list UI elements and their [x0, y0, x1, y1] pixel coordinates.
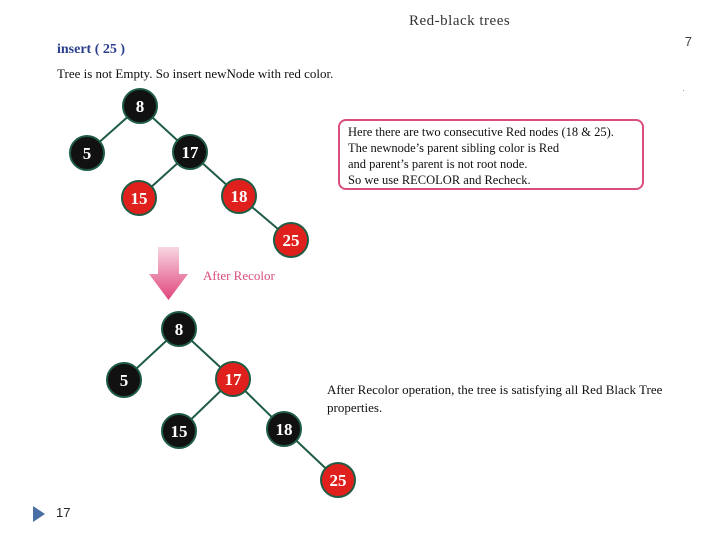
node-label: 8 — [175, 320, 184, 339]
node-label: 5 — [120, 371, 129, 390]
conclusion-text: After Recolor operation, the tree is sat… — [327, 382, 663, 415]
decorative-dot — [683, 90, 684, 91]
node-label: 15 — [171, 422, 188, 441]
before-node-8: 8 — [122, 88, 158, 124]
before-node-18: 18 — [221, 178, 257, 214]
slide-number: 17 — [56, 505, 71, 520]
after-node-18: 18 — [266, 411, 302, 447]
tree-before-edges — [86, 105, 292, 241]
node-label: 25 — [283, 231, 300, 250]
explanation-line: So we use RECOLOR and Recheck. — [348, 173, 531, 187]
insert-heading: insert ( 25 ) — [57, 42, 126, 57]
after-node-15: 15 — [161, 413, 197, 449]
after-node-5: 5 — [106, 362, 142, 398]
node-label: 17 — [182, 143, 200, 162]
after-node-8: 8 — [161, 311, 197, 347]
slide-title: Red-black trees — [409, 13, 511, 29]
node-label: 18 — [276, 420, 293, 439]
before-node-15: 15 — [121, 180, 157, 216]
after-node-25: 25 — [320, 462, 356, 498]
node-label: 8 — [136, 97, 145, 116]
before-node-17: 17 — [172, 134, 208, 170]
node-label: 25 — [330, 471, 347, 490]
explanation-line: and parent’s parent is not root node. — [348, 157, 528, 171]
after-node-17: 17 — [215, 361, 251, 397]
after-recolor-label: After Recolor — [203, 268, 275, 283]
node-label: 5 — [83, 144, 92, 163]
play-marker-icon — [33, 506, 45, 522]
explanation-line: Here there are two consecutive Red nodes… — [348, 125, 614, 139]
tree-before-nodes: 8 5 17 15 18 25 — [69, 88, 309, 258]
explanation-line: The newnode’s parent sibling color is Re… — [348, 141, 560, 155]
node-label: 18 — [231, 187, 248, 206]
tree-after-nodes: 8 5 17 15 18 25 — [106, 311, 356, 498]
tree-after-edges — [123, 328, 339, 481]
page-number: 7 — [684, 34, 692, 49]
down-arrow-icon — [149, 247, 188, 300]
node-label: 15 — [131, 189, 148, 208]
intro-text: Tree is not Empty. So insert newNode wit… — [57, 66, 334, 81]
before-node-5: 5 — [69, 135, 105, 171]
node-label: 17 — [225, 370, 243, 389]
explanation-box: Here there are two consecutive Red nodes… — [338, 119, 644, 190]
before-node-25: 25 — [273, 222, 309, 258]
